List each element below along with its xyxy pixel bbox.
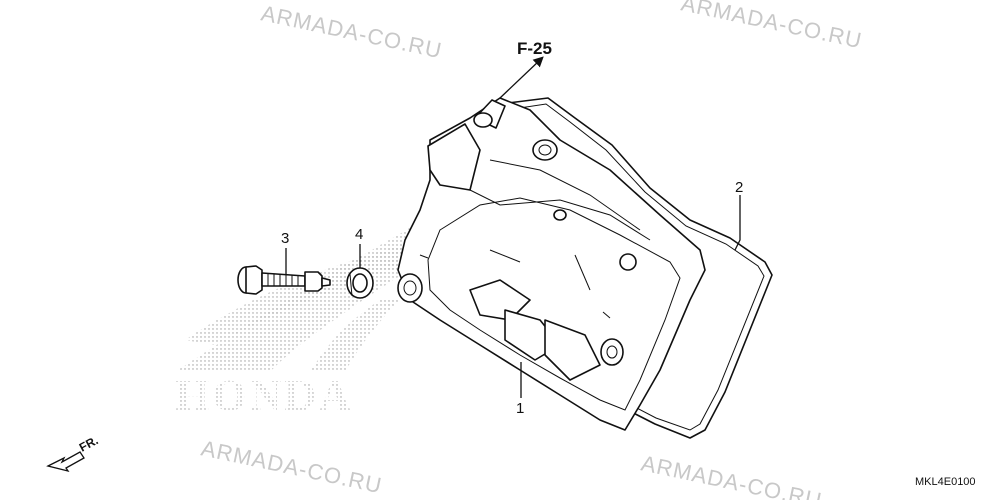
callout-3: 3 bbox=[281, 230, 289, 247]
watermark-text: ARMADA-CO.RU bbox=[259, 0, 445, 63]
callout-4: 4 bbox=[355, 226, 363, 243]
reference-label: F-25 bbox=[517, 39, 552, 58]
honda-brand-text: HONDA bbox=[175, 371, 354, 420]
reference-arrow bbox=[499, 56, 544, 99]
cylinder-head-cover bbox=[397, 97, 706, 431]
watermark-text: ARMADA-CO.RU bbox=[199, 435, 385, 498]
grommet bbox=[346, 267, 374, 299]
front-arrow-icon bbox=[46, 451, 85, 473]
diagram-code: MKL4E0100 bbox=[915, 476, 976, 488]
watermark-text: ARMADA-CO.RU bbox=[639, 450, 825, 500]
watermark-text: ARMADA-CO.RU bbox=[679, 0, 865, 53]
callout-1: 1 bbox=[516, 400, 524, 417]
bolt bbox=[237, 265, 331, 295]
front-direction-indicator: FR. bbox=[46, 433, 100, 473]
leader-line-2 bbox=[734, 195, 741, 251]
callout-2: 2 bbox=[735, 179, 743, 196]
